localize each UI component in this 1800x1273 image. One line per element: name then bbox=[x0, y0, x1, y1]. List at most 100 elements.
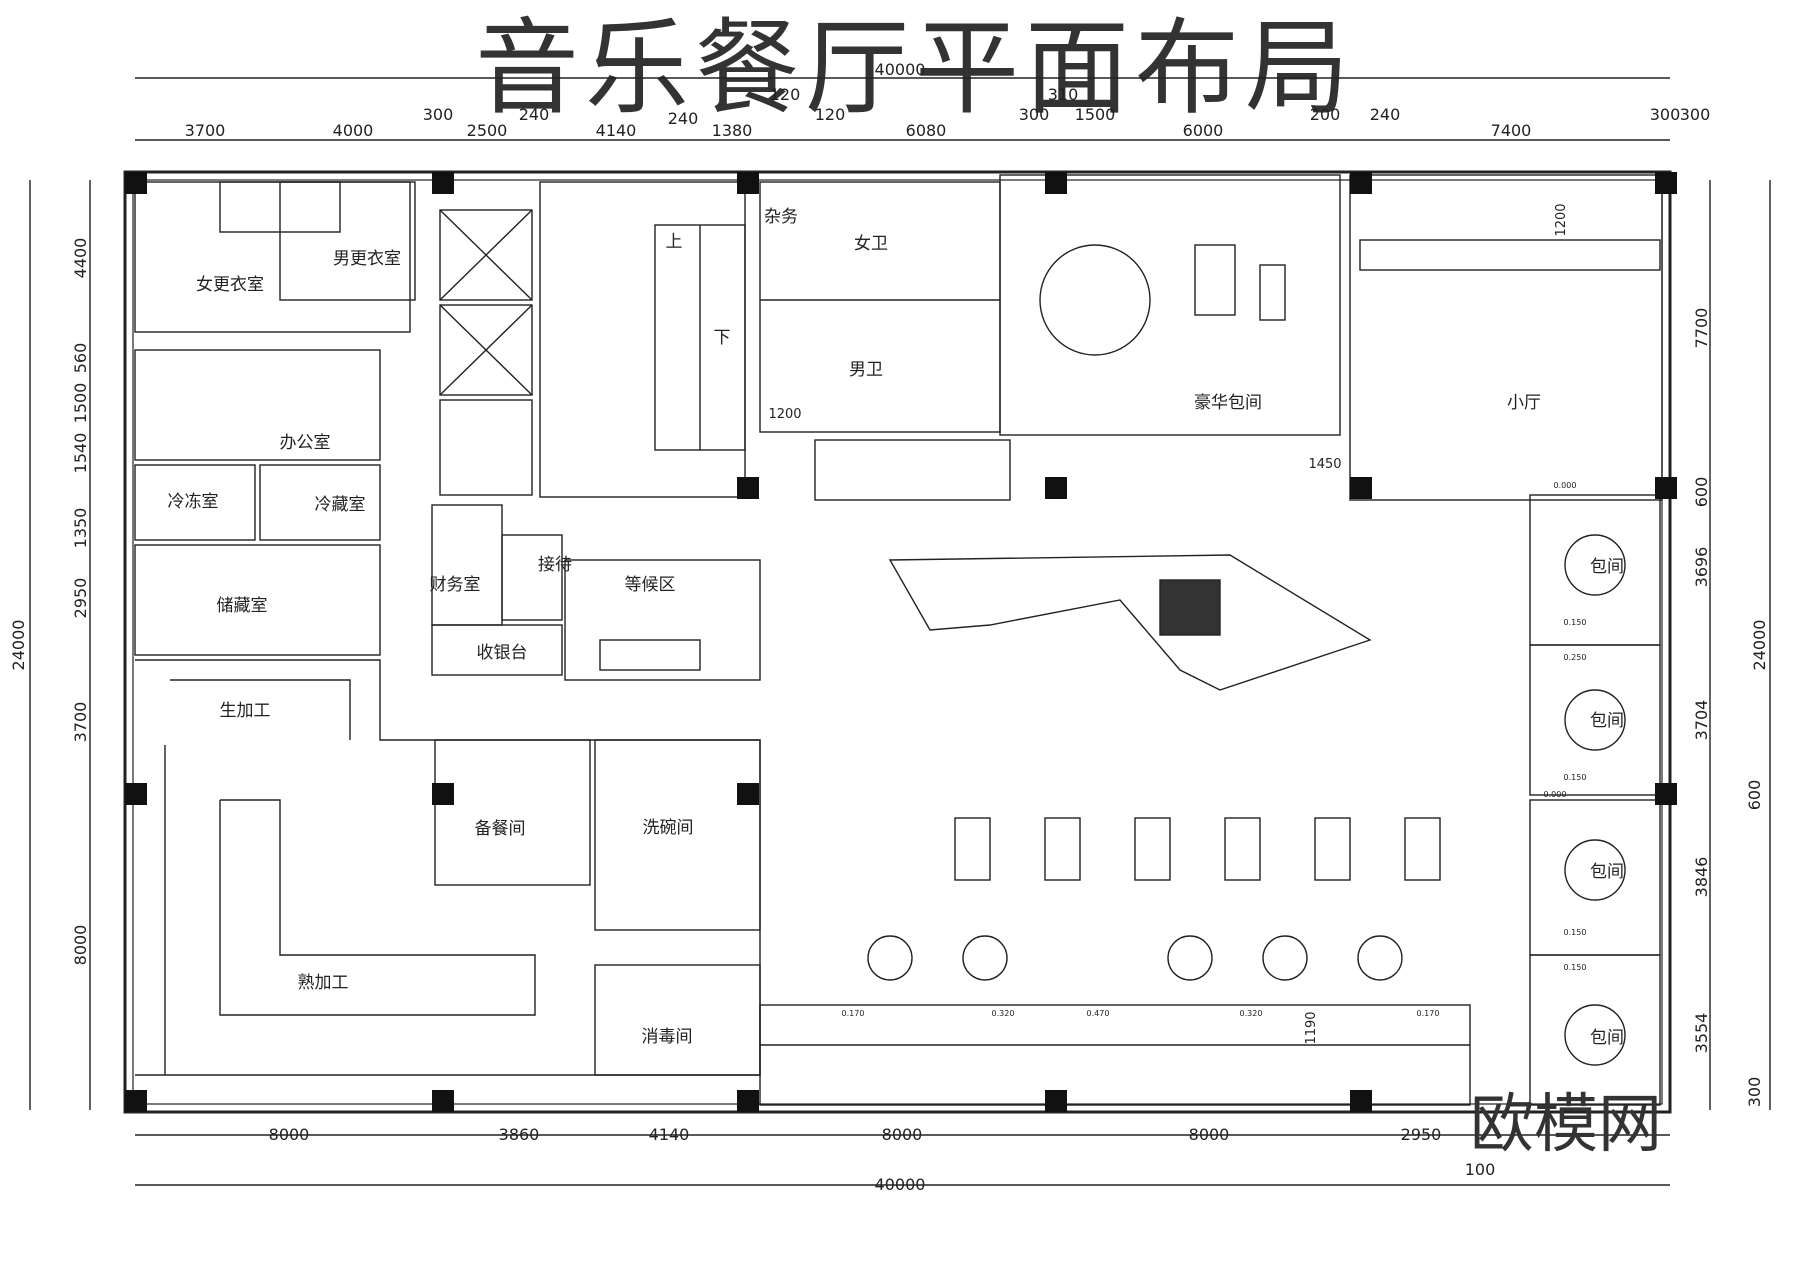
label-female-locker: 女更衣室 bbox=[196, 275, 264, 295]
dim-top-6: 240 bbox=[668, 109, 699, 128]
kitchen-outline bbox=[135, 659, 761, 1076]
round-table-3 bbox=[1167, 935, 1213, 981]
label-private-room-2: 包间 bbox=[1590, 711, 1624, 731]
luxury-room bbox=[999, 174, 1341, 436]
dim-inner-0: 1200 bbox=[768, 407, 801, 422]
luxury-round-table bbox=[1039, 244, 1151, 356]
dim-right-5: 3846 bbox=[1692, 857, 1711, 898]
mark-0: 0.000 bbox=[1554, 481, 1577, 490]
cooked-processing-counter bbox=[219, 799, 536, 1016]
dim-top-10: 300 bbox=[1019, 105, 1050, 124]
label-finance: 财务室 bbox=[430, 575, 481, 595]
mark-11: 0.170 bbox=[1417, 1009, 1440, 1018]
dim-bottom-total: 40000 bbox=[875, 1175, 926, 1194]
dim-left-0: 4400 bbox=[71, 238, 90, 279]
dim-top-3: 2500 bbox=[467, 121, 508, 140]
dim-top-mid-0: 120 bbox=[770, 85, 801, 104]
male-locker-room bbox=[279, 181, 416, 301]
label-raw-processing: 生加工 bbox=[220, 701, 271, 721]
dim-inner-3: 1190 bbox=[1304, 1011, 1319, 1044]
label-private-room-3: 包间 bbox=[1590, 862, 1624, 882]
dim-left-2: 1500 bbox=[71, 383, 90, 424]
dim-left-7: 8000 bbox=[71, 925, 90, 966]
private-room-4 bbox=[1529, 954, 1661, 1106]
small-hall bbox=[1349, 174, 1663, 501]
dining-table-6 bbox=[1404, 817, 1441, 881]
dim-left-6: 3700 bbox=[71, 702, 90, 743]
dim-top-7: 1380 bbox=[712, 121, 753, 140]
label-male-locker: 男更衣室 bbox=[333, 249, 401, 269]
dim-top-13: 200 bbox=[1310, 105, 1341, 124]
private-round-table-1 bbox=[1564, 534, 1626, 596]
dining-table-5 bbox=[1314, 817, 1351, 881]
structural-columns bbox=[125, 172, 1677, 1112]
label-cashier: 收银台 bbox=[477, 643, 528, 663]
dim-left-3: 1540 bbox=[71, 433, 90, 474]
storage-room bbox=[134, 544, 381, 656]
dim-top-12: 6000 bbox=[1183, 121, 1224, 140]
dim-right-1: 600 bbox=[1692, 477, 1711, 508]
dim-top-2: 300 bbox=[423, 105, 454, 124]
dim-right-4: 600 bbox=[1745, 780, 1764, 811]
label-stair-up: 上 bbox=[666, 232, 683, 252]
dim-bottom-0: 8000 bbox=[269, 1125, 310, 1144]
dim-left-5: 2950 bbox=[71, 578, 90, 619]
label-female-wc: 女卫 bbox=[854, 234, 888, 254]
mark-3: 0.150 bbox=[1564, 773, 1587, 782]
private-round-table-3 bbox=[1564, 839, 1626, 901]
office-room bbox=[134, 349, 381, 461]
dim-right-total: 24000 bbox=[1750, 620, 1769, 671]
label-reception: 接待 bbox=[538, 555, 572, 575]
finance-room bbox=[431, 504, 503, 626]
private-room-2 bbox=[1529, 644, 1661, 796]
dim-bottom-1: 3860 bbox=[499, 1125, 540, 1144]
dim-bottom-6: 100 bbox=[1465, 1160, 1496, 1179]
dim-right-0: 7700 bbox=[1692, 308, 1711, 349]
label-luxury-room: 豪华包间 bbox=[1194, 392, 1262, 413]
dim-left-total: 24000 bbox=[9, 620, 28, 671]
mark-1: 0.150 bbox=[1564, 618, 1587, 627]
mark-2: 0.250 bbox=[1564, 653, 1587, 662]
dim-top-14: 240 bbox=[1370, 105, 1401, 124]
dim-top-4: 240 bbox=[519, 105, 550, 124]
label-freezer: 冷冻室 bbox=[168, 492, 219, 512]
dim-top-mid-1: 310 bbox=[1048, 85, 1079, 104]
dim-top-total: 40000 bbox=[875, 60, 926, 79]
label-misc: 杂务 bbox=[764, 207, 798, 227]
label-cooked-processing: 熟加工 bbox=[298, 972, 349, 993]
piano bbox=[1159, 579, 1221, 636]
outer-wall bbox=[123, 170, 1672, 1114]
outer-wall-inner bbox=[132, 179, 1663, 1105]
dim-left-4: 1350 bbox=[71, 508, 90, 549]
dim-bottom-4: 8000 bbox=[1189, 1125, 1230, 1144]
sofa bbox=[599, 639, 701, 671]
dim-top-1: 4000 bbox=[333, 121, 374, 140]
dim-top-16: 300 bbox=[1680, 105, 1711, 124]
cashier-desk bbox=[431, 624, 563, 676]
mark-10: 0.320 bbox=[1240, 1009, 1263, 1018]
label-waiting: 等候区 bbox=[625, 575, 676, 595]
round-table-4 bbox=[1262, 935, 1308, 981]
dim-top-11: 1500 bbox=[1075, 105, 1116, 124]
dim-inner-2: 1450 bbox=[1308, 457, 1341, 472]
dishwashing-room bbox=[594, 739, 761, 931]
label-private-room-4: 包间 bbox=[1590, 1028, 1624, 1048]
label-cold-storage: 冷藏室 bbox=[315, 495, 366, 515]
waiting-area bbox=[564, 559, 761, 681]
label-office: 办公室 bbox=[280, 433, 331, 453]
label-dishwashing: 洗碗间 bbox=[643, 818, 694, 838]
cold-storage-room bbox=[259, 464, 381, 541]
mark-6: 0.150 bbox=[1564, 963, 1587, 972]
elevator-3 bbox=[439, 399, 533, 496]
dining-table-2 bbox=[1044, 817, 1081, 881]
wash-counter bbox=[219, 181, 341, 233]
dim-right-2: 3696 bbox=[1692, 547, 1711, 588]
page-title: 音乐餐厅平面布局 bbox=[474, 7, 1355, 129]
dim-left-1: 560 bbox=[71, 343, 90, 374]
label-male-wc: 男卫 bbox=[849, 360, 883, 380]
mark-8: 0.320 bbox=[992, 1009, 1015, 1018]
private-round-table-4 bbox=[1564, 1004, 1626, 1066]
disinfection-room bbox=[594, 964, 761, 1076]
reception-desk bbox=[501, 534, 563, 621]
